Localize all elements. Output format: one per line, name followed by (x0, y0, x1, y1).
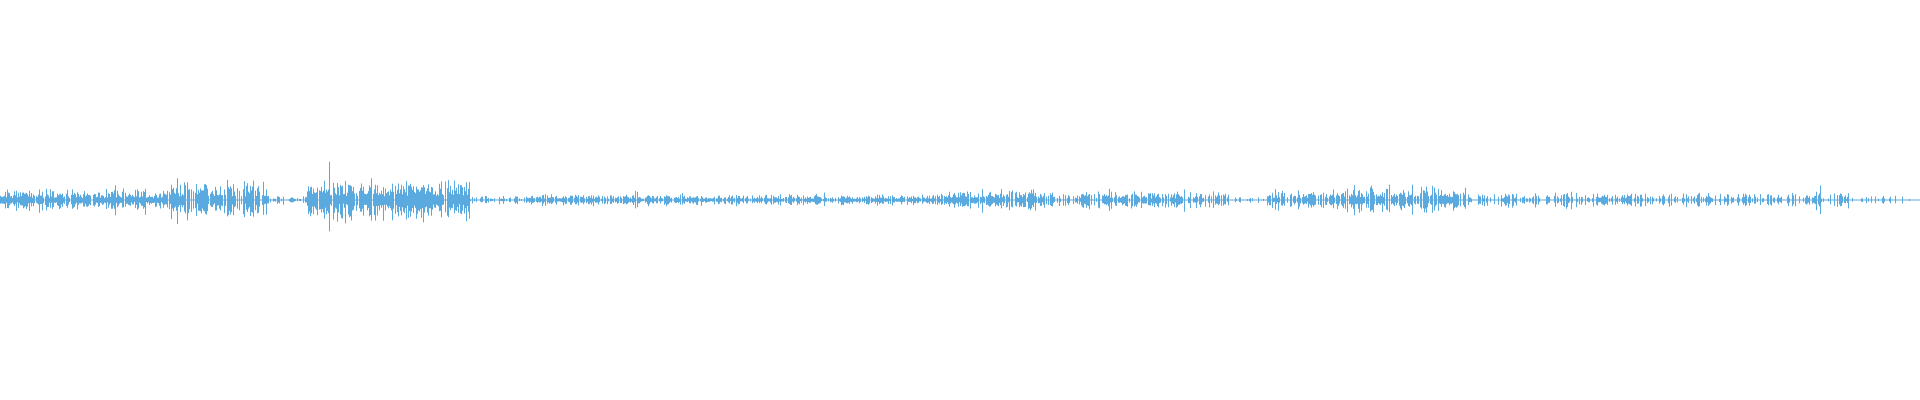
waveform-samples (0, 161, 1910, 232)
waveform-path (0, 161, 1910, 232)
